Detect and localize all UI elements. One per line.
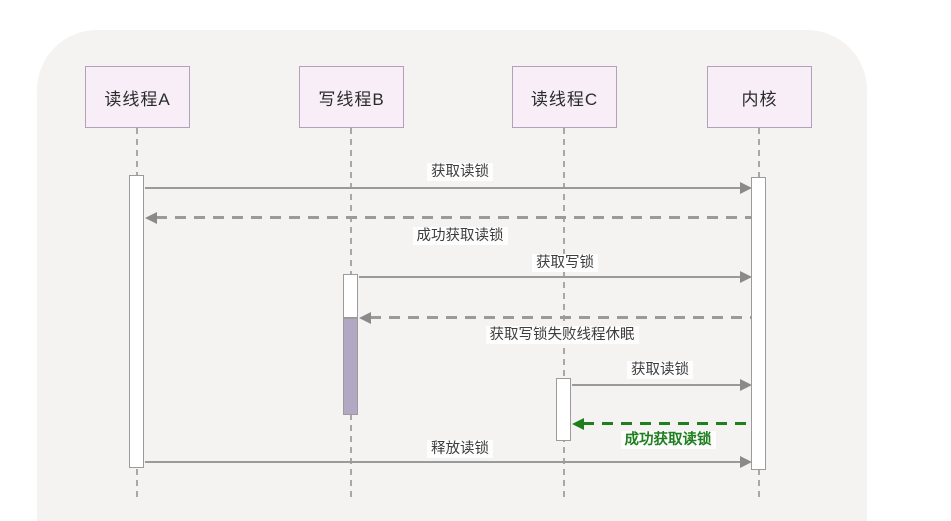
participant-label: 内核: [741, 89, 778, 109]
activation-reader-thread-c: [556, 378, 571, 441]
participant-reader-thread-a: 读线程A: [85, 66, 190, 128]
message-label-acquire-read-lock-c: 获取读锁: [590, 361, 730, 379]
message-label-read-lock-granted-a: 成功获取读锁: [380, 227, 540, 245]
participant-label: 写线程B: [318, 89, 385, 109]
participant-kernel: 内核: [707, 66, 812, 128]
arrow-shaft: [156, 216, 752, 219]
arrowhead-icon: [740, 271, 752, 283]
arrowhead-icon: [145, 212, 157, 224]
activation-writer-thread-b-waiting: [343, 274, 358, 318]
arrow-read-lock-granted-a: [145, 212, 752, 224]
arrow-shaft: [572, 384, 741, 386]
arrow-read-lock-granted-c: [572, 418, 752, 430]
activation-kernel: [751, 177, 766, 470]
participant-reader-thread-c: 读线程C: [512, 66, 617, 128]
arrowhead-icon: [740, 456, 752, 468]
message-label-acquire-read-lock-a: 获取读锁: [390, 163, 530, 181]
arrow-shaft: [583, 422, 752, 425]
participant-writer-thread-b: 写线程B: [299, 66, 404, 128]
arrow-shaft: [145, 187, 741, 189]
arrow-write-lock-failed-sleep-b: [359, 312, 752, 324]
arrow-shaft: [370, 316, 752, 319]
arrow-shaft: [359, 276, 741, 278]
message-label-read-lock-granted-c: 成功获取读锁: [588, 431, 748, 449]
arrow-acquire-read-lock-c: [572, 379, 752, 391]
arrowhead-icon: [572, 418, 584, 430]
arrow-acquire-write-lock-b: [359, 271, 752, 283]
lifeline-reader-thread-c: [563, 128, 565, 500]
message-label-acquire-write-lock-b: 获取写锁: [495, 254, 635, 272]
arrow-release-read-lock-a: [145, 456, 752, 468]
arrowhead-icon: [740, 379, 752, 391]
activation-reader-thread-a: [129, 175, 144, 468]
arrow-shaft: [145, 461, 741, 463]
participant-label: 读线程C: [530, 89, 599, 109]
arrow-acquire-read-lock-a: [145, 182, 752, 194]
message-label-release-read-lock-a: 释放读锁: [390, 440, 530, 458]
arrowhead-icon: [359, 312, 371, 324]
activation-writer-thread-b-sleeping: [343, 318, 358, 415]
participant-label: 读线程A: [104, 89, 171, 109]
message-label-write-lock-failed-sleep-b: 获取写锁失败线程休眠: [462, 326, 662, 344]
arrowhead-icon: [740, 182, 752, 194]
